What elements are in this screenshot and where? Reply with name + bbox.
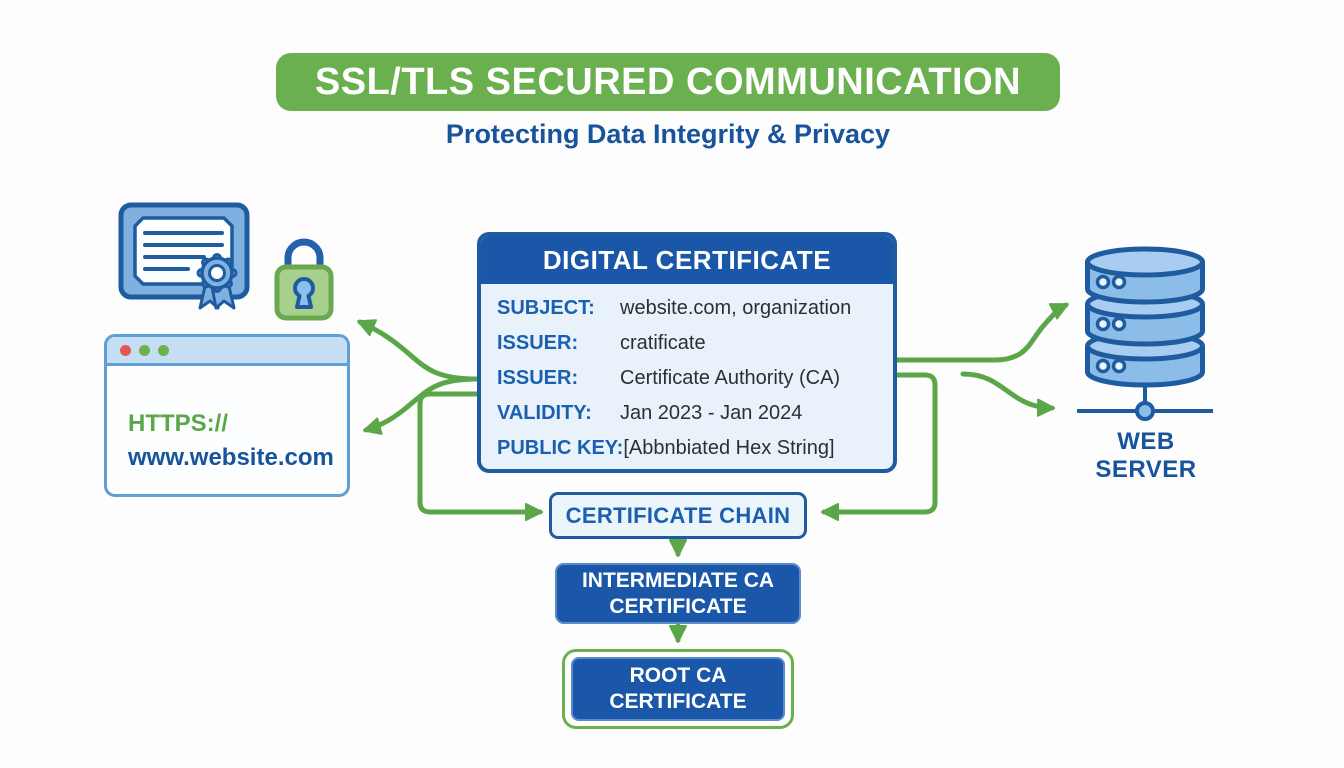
- browser-titlebar: [107, 337, 347, 366]
- root-ca-label-line1: ROOT CA: [629, 664, 727, 687]
- certificate-field-label: VALIDITY:: [497, 402, 592, 424]
- certificate-field-value: [Abbnbiated Hex String]: [623, 437, 835, 459]
- intermediate-ca-label-line1: INTERMEDIATE CA: [581, 568, 775, 592]
- intermediate-ca-box: INTERMEDIATE CA CERTIFICATE: [555, 563, 801, 624]
- certificate-field-label: ISSUER:: [497, 367, 579, 389]
- certificate-field-row: ISSUER: cratificate: [497, 326, 885, 361]
- certificate-field-label: SUBJECT:: [497, 297, 595, 319]
- certificate-chain-box: CERTIFICATE CHAIN: [549, 492, 807, 539]
- arrow-cert-to-browser: [363, 376, 480, 435]
- certificate-field-value: Certificate Authority (CA): [620, 367, 841, 389]
- browser-content: HTTPS:// www.website.com: [107, 366, 347, 472]
- server-tier: [1085, 246, 1205, 305]
- browser-url-text: www.website.com: [128, 444, 334, 471]
- certificate-field-value: cratificate: [620, 332, 706, 354]
- certificate-field-value: website.com, organization: [620, 297, 852, 319]
- certificate-icon: [118, 202, 250, 310]
- title-banner: SSL/TLS SECURED COMMUNICATION: [276, 53, 1060, 111]
- window-dot-green-icon: [139, 344, 150, 356]
- database-server-icon: [1077, 246, 1213, 421]
- certificate-field-value: Jan 2023 - Jan 2024: [620, 402, 803, 424]
- arrow-cert-to-lock: [357, 319, 480, 382]
- certificate-panel-title: DIGITAL CERTIFICATE: [481, 236, 893, 284]
- certificate-field-row: SUBJECT: website.com, organization: [497, 291, 885, 326]
- ribbon-rosette: [196, 253, 238, 310]
- root-ca-outer-border: ROOT CA CERTIFICATE: [562, 649, 794, 729]
- window-dot-green-icon: [158, 344, 169, 356]
- window-dot-red-icon: [120, 344, 131, 356]
- arrow-cert-to-server-bottom: [960, 371, 1055, 417]
- certificate-field-row: ISSUER: Certificate Authority (CA): [497, 361, 885, 396]
- digital-certificate-panel: DIGITAL CERTIFICATE SUBJECT: website.com…: [477, 232, 897, 473]
- arrow-cert-to-server-top: [894, 302, 1069, 363]
- browser-window: HTTPS:// www.website.com: [104, 334, 350, 497]
- browser-protocol-text: HTTPS://: [128, 410, 228, 437]
- page-title: SSL/TLS SECURED COMMUNICATION: [314, 60, 1022, 103]
- padlock-icon: [274, 238, 334, 321]
- network-node-icon: [1135, 401, 1155, 421]
- root-ca-label-line2: CERTIFICATE: [609, 690, 747, 713]
- page-subtitle: Protecting Data Integrity & Privacy: [445, 119, 891, 149]
- root-ca-box: ROOT CA CERTIFICATE: [571, 657, 785, 721]
- web-server-label: WEB SERVER: [1095, 428, 1197, 483]
- intermediate-ca-label-line2: CERTIFICATE: [609, 594, 747, 618]
- certificate-field-label: ISSUER:: [497, 332, 579, 354]
- certificate-fields: SUBJECT: website.com, organization ISSUE…: [481, 284, 893, 466]
- certificate-field-row: VALIDITY: Jan 2023 - Jan 2024: [497, 396, 885, 431]
- certificate-field-label: PUBLIC KEY:: [497, 437, 624, 459]
- certificate-field-row: PUBLIC KEY: [Abbnbiated Hex String]: [497, 431, 885, 466]
